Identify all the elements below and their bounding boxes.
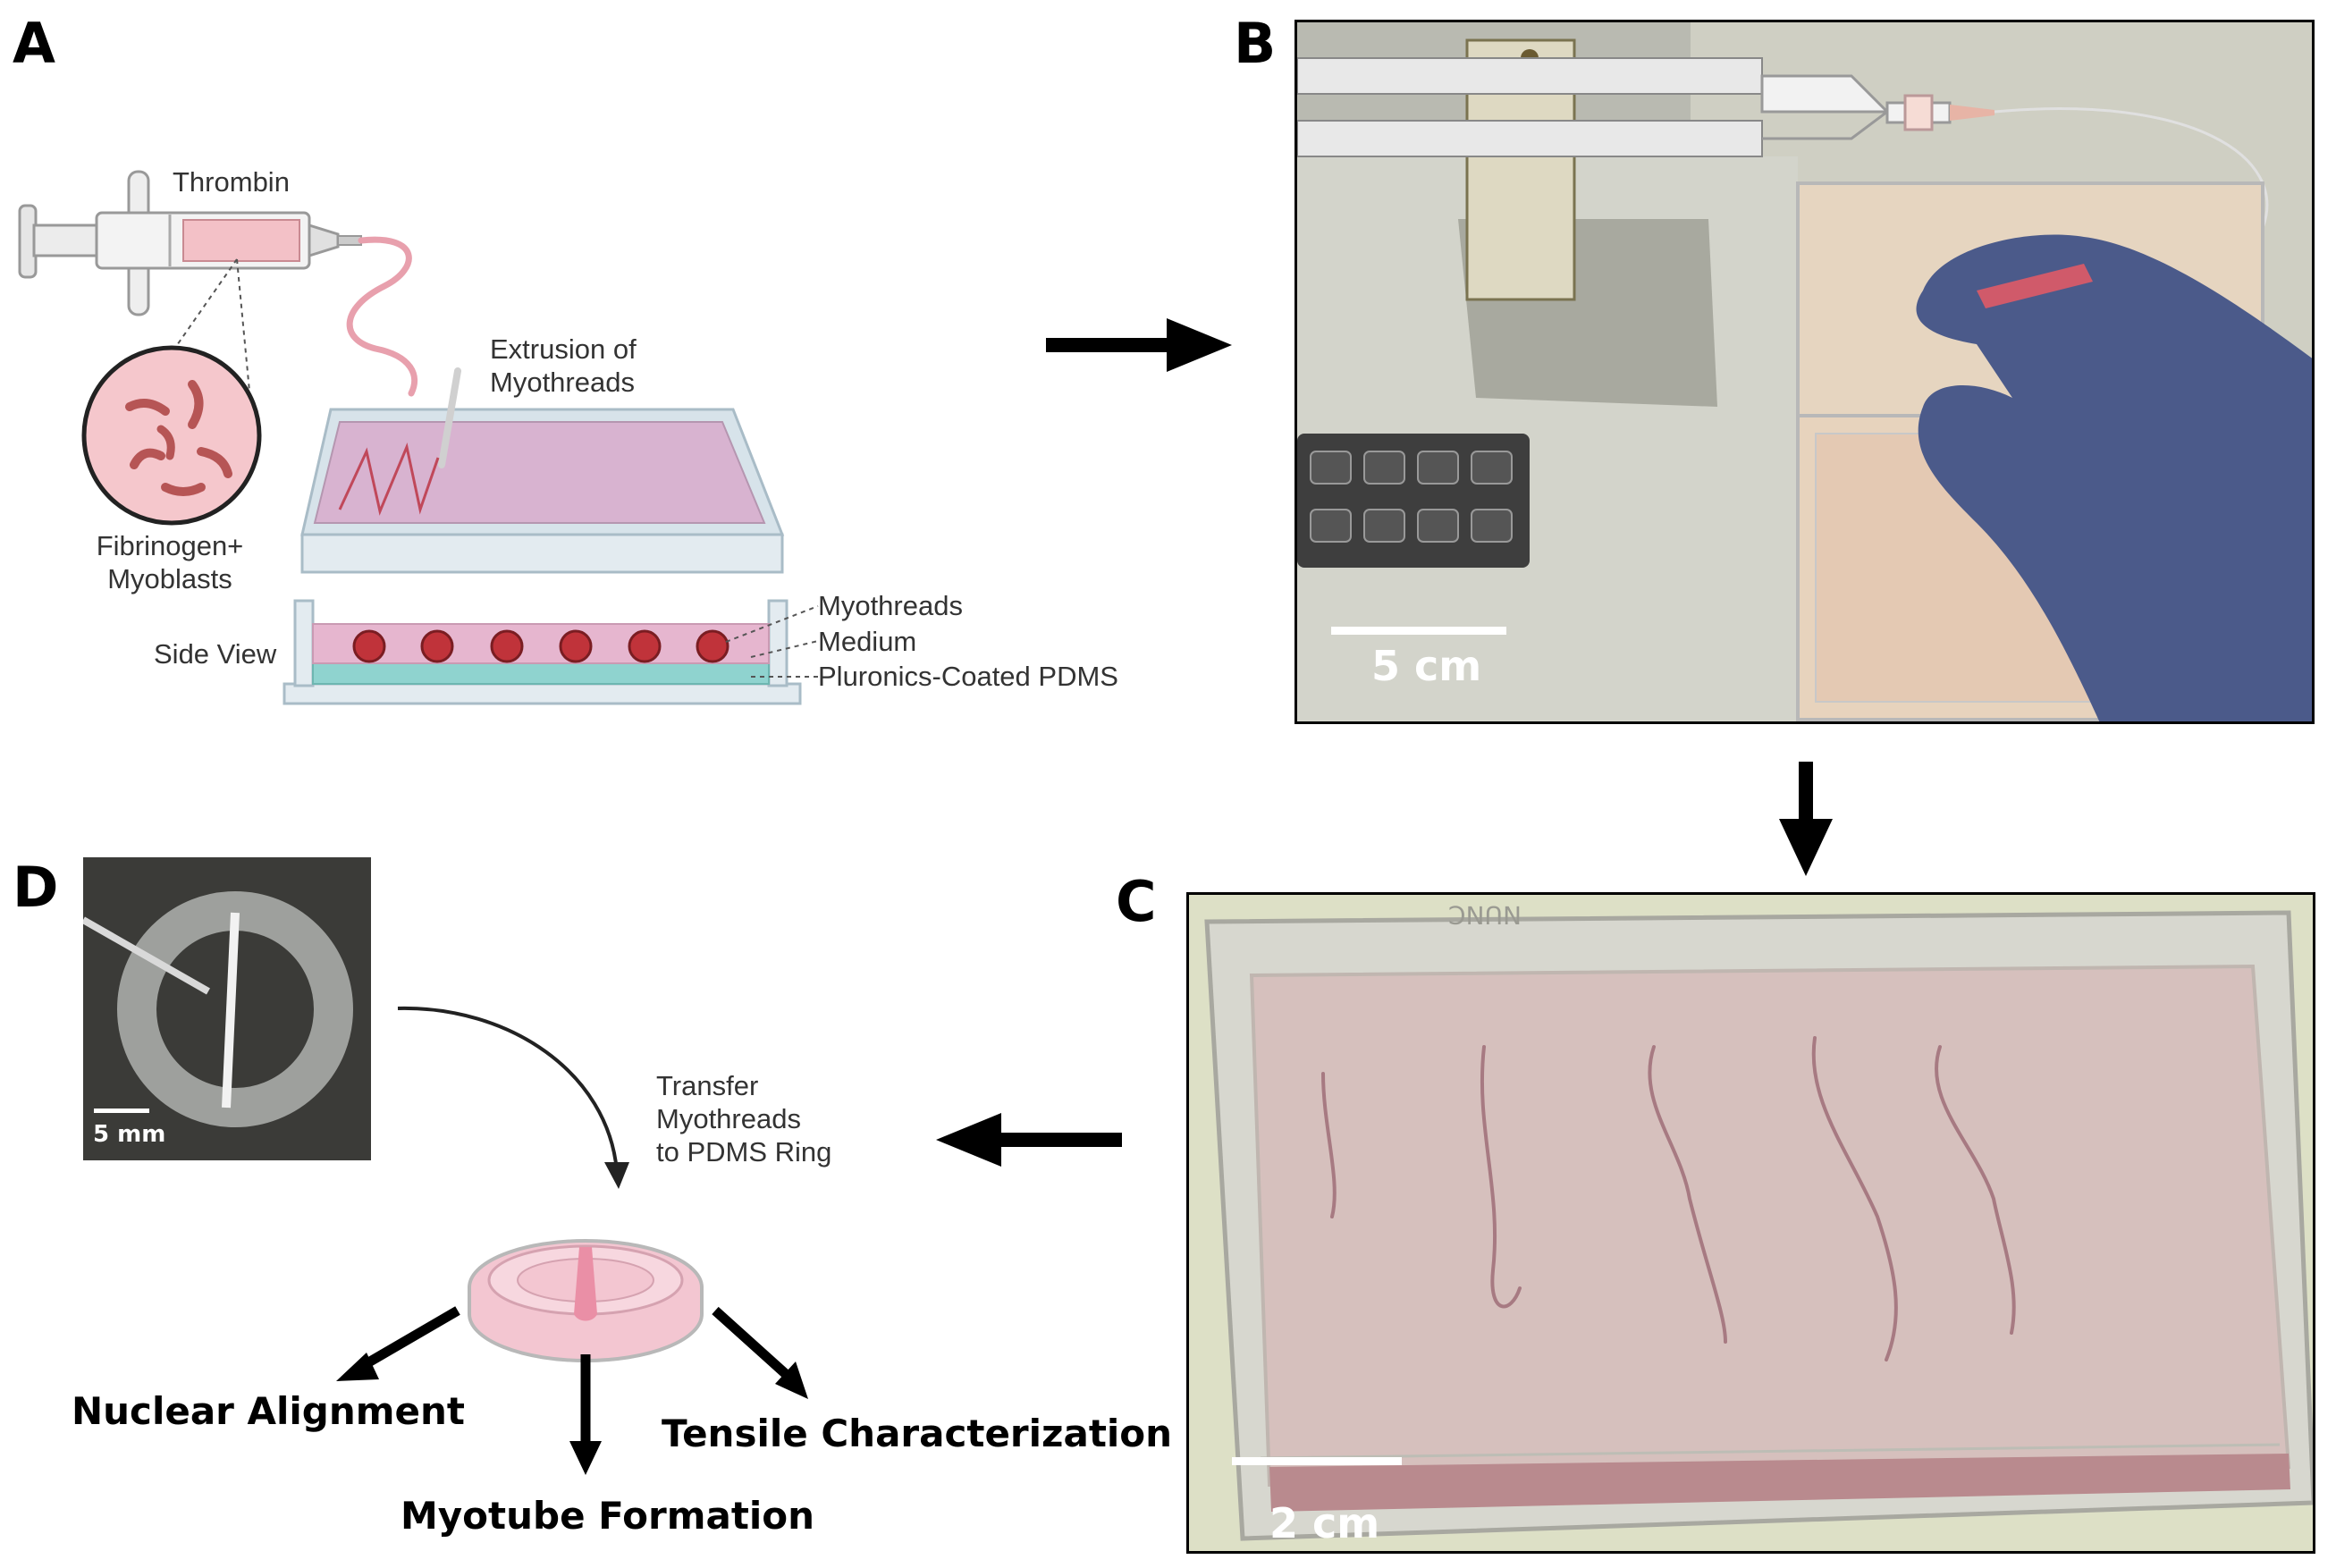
syringe-pump-photo xyxy=(1297,22,2312,721)
transfer-curved-arrow xyxy=(397,1006,629,1189)
transfer-label-line3: to PDMS Ring xyxy=(656,1136,832,1168)
syringe-illustration xyxy=(18,170,418,526)
transfer-label-line1: Transfer xyxy=(656,1070,759,1101)
dish-with-myothreads-photo xyxy=(1189,895,2313,1551)
outcome-tensile-characterization: Tensile Characterization xyxy=(662,1412,1173,1455)
panel-label-c: C xyxy=(1116,869,1157,934)
culture-dish-illustration xyxy=(468,1239,704,1362)
scale-bar-c-label: 2 cm xyxy=(1269,1499,1380,1547)
scale-bar-c xyxy=(1232,1457,1402,1465)
panel-d-photo: 5 mm xyxy=(83,857,371,1160)
dish-brand-text: NUNC xyxy=(1448,900,1522,930)
side-view-illustration xyxy=(283,599,819,705)
scale-bar-d-label: 5 mm xyxy=(93,1121,166,1148)
extrusion-label-line1: Extrusion of xyxy=(490,333,637,365)
side-view-label: Side View xyxy=(154,638,277,670)
panel-label-b: B xyxy=(1234,11,1277,76)
transfer-label-line2: Myothreads xyxy=(656,1103,801,1135)
fibrinogen-label: Fibrinogen+ Myoblasts xyxy=(80,529,259,595)
fibrinogen-label-line2: Myoblasts xyxy=(107,563,232,595)
panel-label-d: D xyxy=(13,855,59,920)
extrusion-label: Extrusion of Myothreads xyxy=(490,333,637,399)
panel-b-photo: 5 cm xyxy=(1294,20,2315,724)
scale-bar-b xyxy=(1331,627,1506,635)
transfer-label: Transfer Myothreads to PDMS Ring xyxy=(656,1069,831,1169)
arrow-a-to-b xyxy=(1046,318,1232,372)
legend-myothreads: Myothreads xyxy=(818,590,963,621)
thrombin-label: Thrombin xyxy=(173,166,290,198)
arrow-b-to-c xyxy=(1779,762,1833,876)
scale-bar-b-label: 5 cm xyxy=(1371,642,1482,690)
outcome-arrows xyxy=(336,1306,808,1475)
legend-pdms: Pluronics-Coated PDMS xyxy=(818,661,1118,692)
legend-medium: Medium xyxy=(818,626,917,657)
arrow-c-to-d xyxy=(936,1113,1122,1167)
panel-label-a: A xyxy=(13,11,55,76)
extrusion-tray-illustration xyxy=(300,367,785,574)
outcome-nuclear-alignment: Nuclear Alignment xyxy=(72,1389,465,1433)
myothread-cross-sections xyxy=(352,629,729,663)
scale-bar-d xyxy=(94,1109,149,1113)
outcome-myotube-formation: Myotube Formation xyxy=(401,1494,815,1538)
fibrinogen-label-line1: Fibrinogen+ xyxy=(96,530,244,561)
extrusion-label-line2: Myothreads xyxy=(490,367,635,399)
panel-c-photo: NUNC 2 cm xyxy=(1186,892,2315,1554)
